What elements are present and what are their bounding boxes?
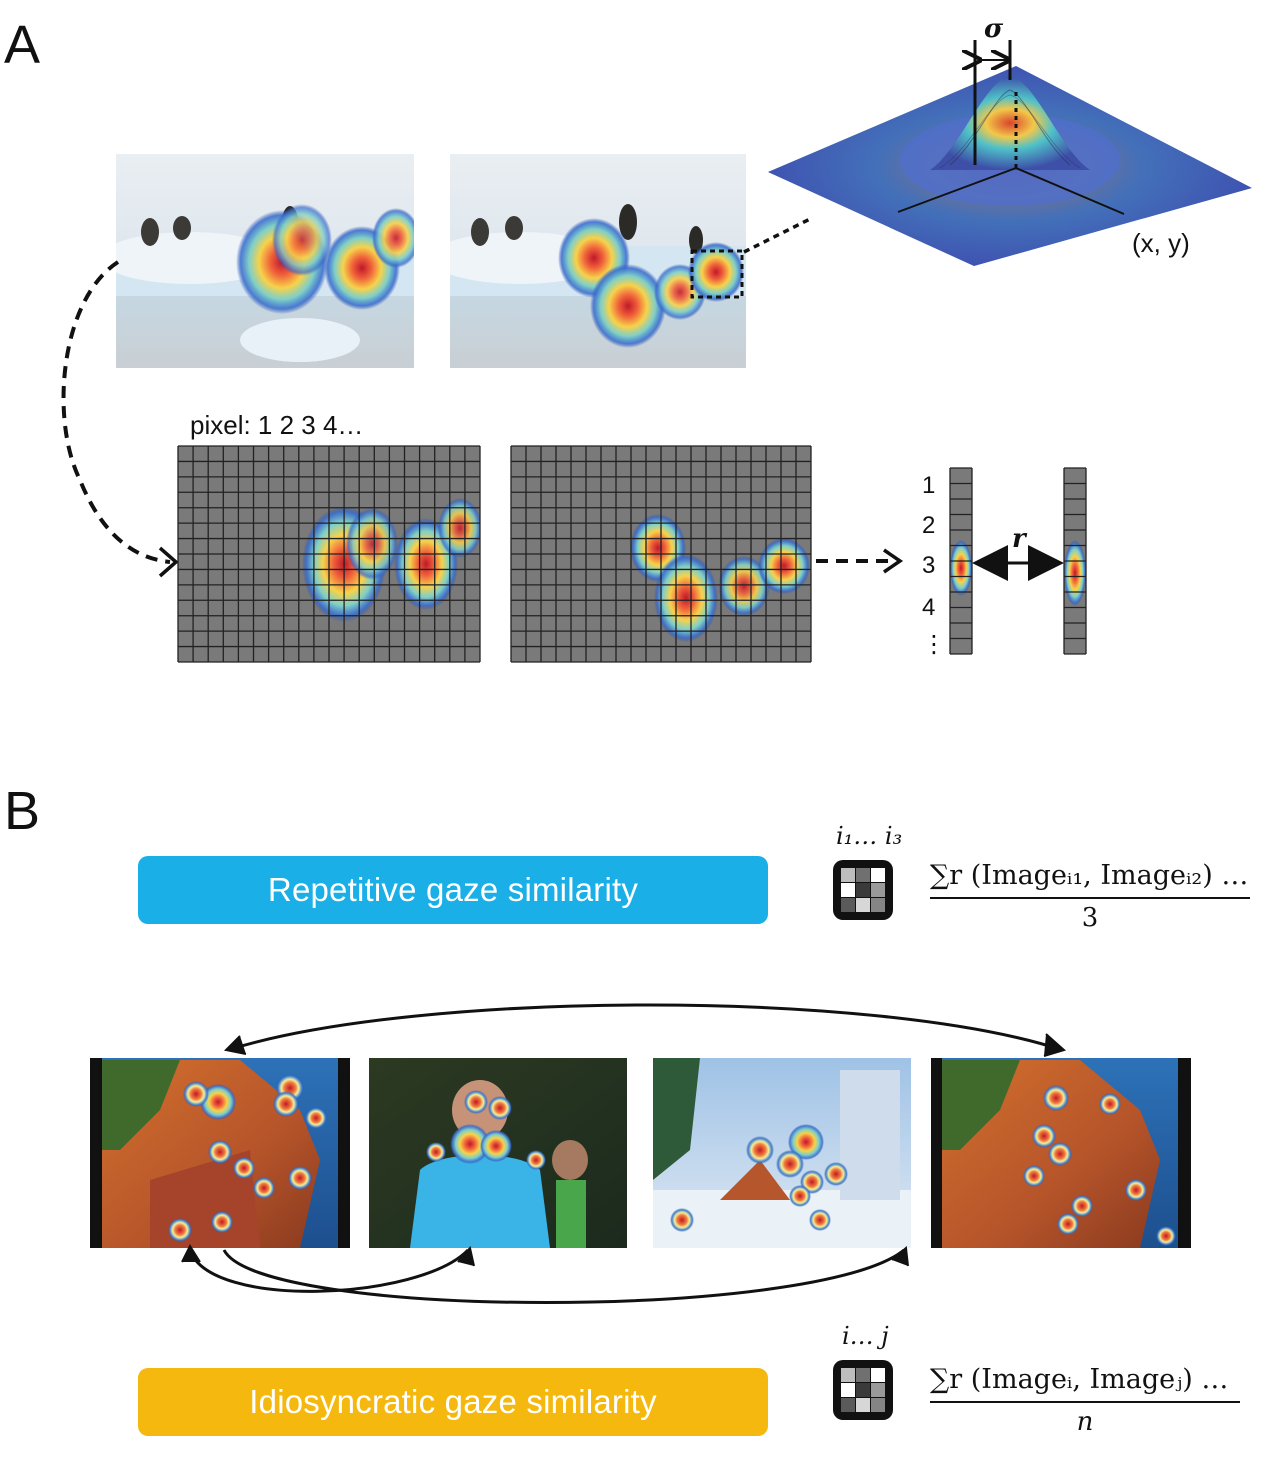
cliff-image-1 xyxy=(90,1058,350,1248)
pixel-grid-2-lines xyxy=(510,445,812,663)
zoom-box xyxy=(690,249,744,299)
repetitive-fraction-bar xyxy=(930,897,1250,899)
repetitive-numerator: ∑r (Imageᵢ₁, Imageᵢ₂) … xyxy=(930,860,1249,891)
bottom-arc-long xyxy=(222,1248,905,1304)
vector-index-2: 2 xyxy=(922,512,936,539)
cliff-image-2 xyxy=(931,1058,1191,1248)
curved-dashed-arrow xyxy=(61,260,171,564)
grid-matrix-icon xyxy=(833,860,893,920)
sigma-label: σ xyxy=(984,14,1004,44)
zoom-connector xyxy=(743,216,813,254)
dashed-arrow-head xyxy=(883,548,904,574)
idiosyncratic-index-label: i… j xyxy=(842,1322,889,1350)
panel-b-letter: B xyxy=(4,781,41,841)
top-arc-head-right xyxy=(1043,1033,1067,1057)
penguin-image-1 xyxy=(116,154,414,368)
vector-index-more: ⋮ xyxy=(922,631,946,658)
idiosyncratic-denominator: n xyxy=(1076,1407,1094,1437)
idiosyncratic-numerator: ∑r (Imageᵢ, Imageⱼ) … xyxy=(930,1364,1229,1395)
top-arc-head-left xyxy=(223,1035,247,1055)
bottom-arc-head-1 xyxy=(181,1243,201,1263)
r-label: r xyxy=(1012,524,1026,554)
vector-index-4: 4 xyxy=(922,594,936,621)
xy-label: (x, y) xyxy=(1132,228,1190,258)
idiosyncratic-gaze-label: Idiosyncratic gaze similarity xyxy=(138,1368,768,1436)
repetitive-index-label: i₁… i₃ xyxy=(836,822,903,850)
curved-arrow-head xyxy=(158,546,179,578)
idiosyncratic-formula: ∑r (Imageᵢ, Imageⱼ) … n xyxy=(930,1364,1240,1437)
pixel-vector-2-lines xyxy=(1063,467,1087,655)
pixel-label: pixel: 1 2 3 4… xyxy=(190,410,364,440)
idiosyncratic-fraction-bar xyxy=(930,1401,1240,1403)
repetitive-gaze-label: Repetitive gaze similarity xyxy=(138,856,768,924)
bottom-arc-short xyxy=(188,1248,470,1293)
panel-a-letter: A xyxy=(4,15,41,75)
child-image xyxy=(369,1058,627,1248)
vector-index-3: 3 xyxy=(922,552,936,579)
gaussian-surface-plot xyxy=(768,40,1252,266)
winter-image xyxy=(653,1058,911,1248)
repetitive-formula: ∑r (Imageᵢ₁, Imageᵢ₂) … 3 xyxy=(930,860,1250,933)
pixel-grid-1-lines xyxy=(177,445,481,663)
bottom-arc-head-3 xyxy=(891,1246,909,1267)
penguin-image-2 xyxy=(450,154,746,368)
grid-matrix-icon xyxy=(833,1360,893,1420)
vector-index-1: 1 xyxy=(922,472,936,499)
bottom-arc-head-2 xyxy=(457,1245,475,1267)
top-arc xyxy=(227,1003,1063,1052)
repetitive-denominator: 3 xyxy=(1081,903,1099,933)
